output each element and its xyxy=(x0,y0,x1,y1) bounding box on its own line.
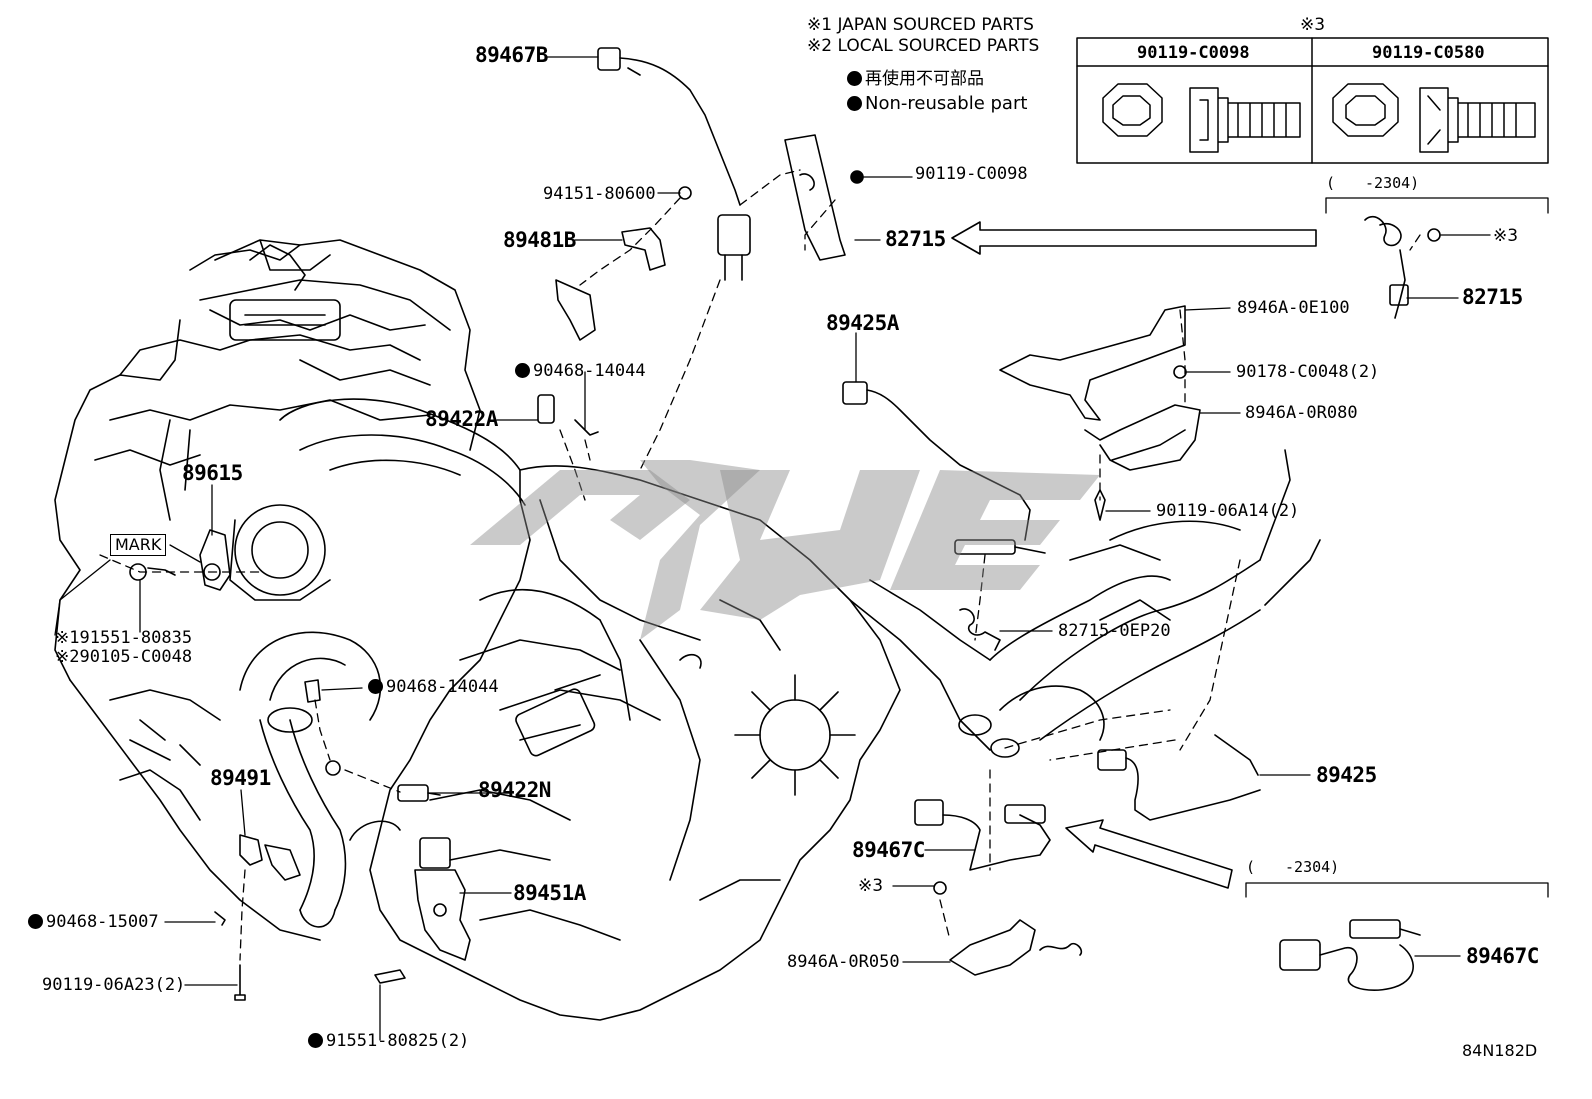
label-82715-inset[interactable]: 82715 xyxy=(1462,285,1523,309)
label-90119-06A14[interactable]: 90119-06A14(2) xyxy=(1156,501,1300,521)
legend-non-reusable-en: Non-reusable part xyxy=(847,95,1027,113)
inset-82715-drawing xyxy=(1364,215,1441,319)
non-reusable-dot-icon xyxy=(847,71,862,86)
bracket-82715-drawing xyxy=(784,134,864,261)
bracket-8946A-0R050-drawing xyxy=(933,881,1083,976)
non-reusable-dot-icon xyxy=(308,1033,323,1048)
bolt-side-icon-2 xyxy=(1419,87,1536,153)
bracket-89481B-drawing xyxy=(555,186,692,341)
sensor-89425A-drawing xyxy=(842,381,1046,651)
non-reusable-dot-icon xyxy=(368,679,383,694)
label-90178-C0048[interactable]: 90178-C0048(2) xyxy=(1236,362,1380,382)
legend-non-reusable-jp-text: 再使用不可部品 xyxy=(865,69,984,89)
inset-89467C-drawing xyxy=(1279,919,1421,991)
assembly-dash-lines xyxy=(99,169,1421,961)
arrow-left-upper xyxy=(951,221,1317,255)
non-reusable-dot-icon xyxy=(28,914,43,929)
legend-non-reusable-en-text: Non-reusable part xyxy=(865,93,1028,114)
label-ref3-top[interactable]: ※3 xyxy=(1493,226,1519,246)
label-90119-06A23[interactable]: 90119-06A23(2) xyxy=(42,975,186,995)
label-89615[interactable]: 89615 xyxy=(182,461,243,485)
label-8946A-0R050[interactable]: 8946A-0R050 xyxy=(787,952,900,972)
label-89425[interactable]: 89425 xyxy=(1316,763,1377,787)
sensor-89467B-drawing xyxy=(597,47,751,281)
inset-bracket-top xyxy=(1325,197,1549,214)
bracket-8946A-0R080-drawing xyxy=(1084,404,1201,521)
label-82715-0EP20[interactable]: 82715-0EP20 xyxy=(1058,621,1171,641)
label-89467B[interactable]: 89467B xyxy=(475,43,548,67)
label-89481B[interactable]: 89481B xyxy=(503,228,576,252)
label-89467C-main[interactable]: 89467C xyxy=(852,838,925,862)
inset-bracket-bottom xyxy=(1245,882,1549,898)
bolt-table-header-2: 90119-C0580 xyxy=(1372,43,1485,63)
bracket-8946A-0E100-drawing xyxy=(999,305,1187,421)
label-82715-main[interactable]: 82715 xyxy=(885,227,946,251)
label-89491[interactable]: 89491 xyxy=(210,766,271,790)
legend-non-reusable-jp: 再使用不可部品 xyxy=(847,71,984,88)
legend-local-sourced: ※2 LOCAL SOURCED PARTS xyxy=(807,36,1040,56)
label-90468-15007[interactable]: 90468-15007 xyxy=(28,914,159,931)
non-reusable-dot-icon xyxy=(515,363,530,378)
legend-japan-sourced: ※1 JAPAN SOURCED PARTS xyxy=(807,15,1034,35)
label-89422N[interactable]: 89422N xyxy=(478,778,551,802)
label-89422A[interactable]: 89422A xyxy=(425,407,498,431)
bolt-table-header-1: 90119-C0098 xyxy=(1137,43,1250,63)
label-8946A-0R080[interactable]: 8946A-0R080 xyxy=(1245,403,1358,423)
bolt-table xyxy=(1076,37,1549,164)
mark-box: MARK xyxy=(110,534,167,556)
hex-head-icon-1 xyxy=(1102,83,1163,137)
label-8946A-0E100[interactable]: 8946A-0E100 xyxy=(1237,298,1350,318)
bolt-side-icon-1 xyxy=(1189,87,1301,153)
label-89451A[interactable]: 89451A xyxy=(513,881,586,905)
bolt-drawings xyxy=(214,679,406,1001)
label-ref3-bottom[interactable]: ※3 xyxy=(858,876,884,896)
inset-bottom-range: ( -2304) xyxy=(1246,858,1340,876)
non-reusable-dot-icon xyxy=(847,96,862,111)
label-191551-80835[interactable]: ※191551-80835 xyxy=(55,628,193,648)
label-90119-C0098[interactable]: 90119-C0098 xyxy=(915,164,1028,184)
engine-block-outline xyxy=(54,239,526,941)
label-90468-14044-top-text: 90468-14044 xyxy=(533,361,646,381)
label-91551-80825[interactable]: 91551-80825(2) xyxy=(308,1033,469,1050)
exhaust-outline xyxy=(849,449,1321,758)
label-89467C-inset[interactable]: 89467C xyxy=(1466,944,1539,968)
arrow-left-lower xyxy=(1065,819,1233,889)
label-91551-80825-text: 91551-80825(2) xyxy=(326,1031,470,1051)
sensor-89491-drawing xyxy=(239,834,301,881)
footer-code: 84N182D xyxy=(1462,1041,1538,1060)
label-90468-14044-mid[interactable]: 90468-14044 xyxy=(368,679,499,696)
label-90468-15007-text: 90468-15007 xyxy=(46,912,159,932)
leader-lines xyxy=(54,56,1491,1041)
switch-89451A-drawing xyxy=(414,837,471,961)
watermark-logo xyxy=(470,460,1100,640)
inset-top-range: ( -2304) xyxy=(1326,174,1420,192)
label-90468-14044-top[interactable]: 90468-14044 xyxy=(515,363,646,380)
label-94151-80600[interactable]: 94151-80600 xyxy=(543,184,656,204)
sensor-89467C-drawing xyxy=(914,799,1051,871)
label-90468-14044-mid-text: 90468-14044 xyxy=(386,677,499,697)
label-89425A[interactable]: 89425A xyxy=(826,311,899,335)
sensor-89425-drawing xyxy=(1097,734,1261,821)
label-290105-C0048[interactable]: ※290105-C0048 xyxy=(55,647,193,667)
transmission-outline xyxy=(369,465,901,1021)
bolt-table-title: ※3 xyxy=(1300,15,1326,35)
hex-head-icon-2 xyxy=(1332,83,1399,137)
sensor-89422A-drawing xyxy=(537,394,599,436)
